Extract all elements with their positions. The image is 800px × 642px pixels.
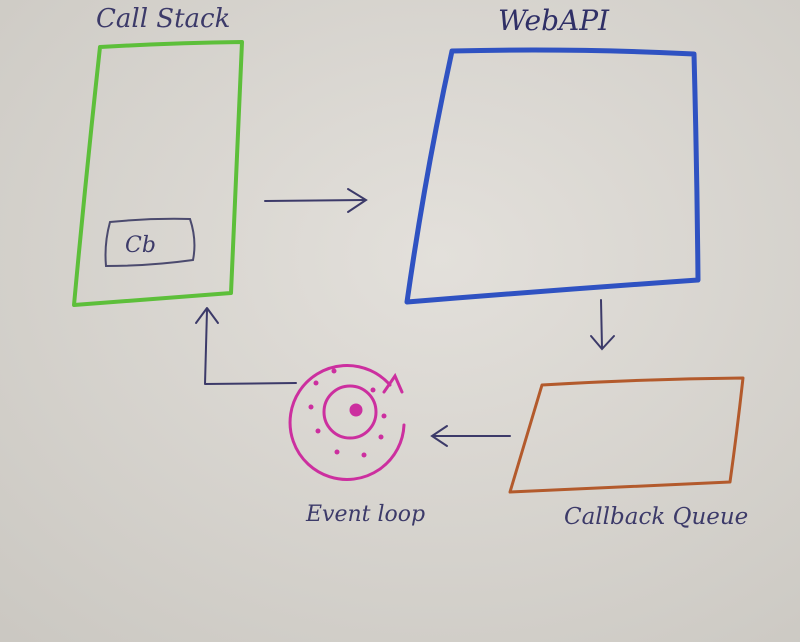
callback-queue-box: [508, 376, 745, 494]
web-api-box: [404, 47, 701, 305]
callback-queue-label: Callback Queue: [564, 504, 748, 530]
web-api-label: WebAPI: [498, 4, 610, 37]
call-stack-box: [72, 40, 244, 307]
arrow-webapi-to-queue: [590, 299, 615, 351]
arrow-stack-to-webapi: [264, 188, 368, 213]
event-loop-label: Event loop: [305, 502, 425, 527]
arrow-event-loop-to-stack: [195, 307, 297, 385]
swirl-loop-icon: [288, 363, 406, 481]
call-stack-label: Call Stack: [96, 4, 230, 34]
callback-frame-box: [104, 217, 196, 268]
callback-frame-label: Cb: [125, 233, 156, 258]
arrow-queue-to-event-loop: [430, 425, 511, 447]
